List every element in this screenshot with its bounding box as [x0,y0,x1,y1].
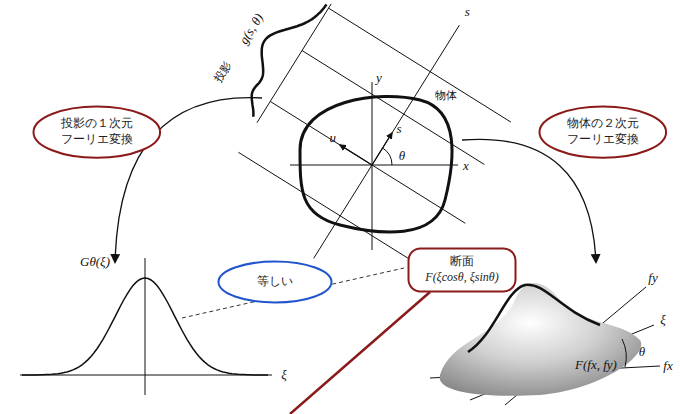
object-label: 物体 [435,90,457,102]
ray-line [270,101,465,223]
ellipse-outline [540,106,667,157]
ellipse-outline [219,262,332,303]
flow-arrow [462,139,596,262]
rounded-outline [409,249,516,292]
theta-arc [383,148,392,165]
angle-label: θ [639,345,645,359]
function-label: Gθ(ξ) [80,255,110,269]
projection-figure [238,4,511,266]
section-curve [468,285,600,352]
ray-line [329,8,511,122]
process-ellipse: 物体の２次元 フーリエ変換 [538,105,668,159]
projection-baseline [257,4,331,123]
section-callout: 断面F(ξcosθ, ξsinθ) [407,247,517,293]
s-axis [314,25,460,258]
process-ellipse: 投影の１次元 フーリエ変換 [32,105,162,159]
node-text: 物体の２次元 フーリエ変換 [563,116,643,147]
axis-label: ξ [660,313,666,327]
projection-label: 投影 [212,59,234,84]
s-vector [372,133,392,165]
x-axis [290,165,458,166]
theta-arc [622,339,626,367]
ray-line [238,152,420,266]
u-vector [340,145,372,165]
spectrum-surface [440,283,642,396]
leader-line [290,292,430,414]
axis-label: s [465,5,470,19]
axis-label: ξ [281,368,287,382]
axis-label: fx [663,359,672,373]
object-outline [300,97,452,233]
angle-label: θ [399,149,405,163]
projection-function: g(s, θ) [237,11,267,47]
ellipse-outline [34,106,161,157]
node-text: 投影の１次元 フーリエ変換 [57,116,137,147]
node-text: 断面 [450,254,474,270]
node-text: F(ξcosθ, ξsinθ) [425,270,498,286]
equal-ellipse: 等しい [217,260,333,304]
function-label: F(fx, fy) [575,358,617,372]
vector-label: u [330,131,337,145]
node-text: 等しい [257,274,293,290]
axis-label: x [463,159,469,173]
axis-label: fy [648,271,657,285]
axis-label: y [376,71,382,85]
ray-line [302,51,484,165]
vector-label: s [397,122,402,136]
